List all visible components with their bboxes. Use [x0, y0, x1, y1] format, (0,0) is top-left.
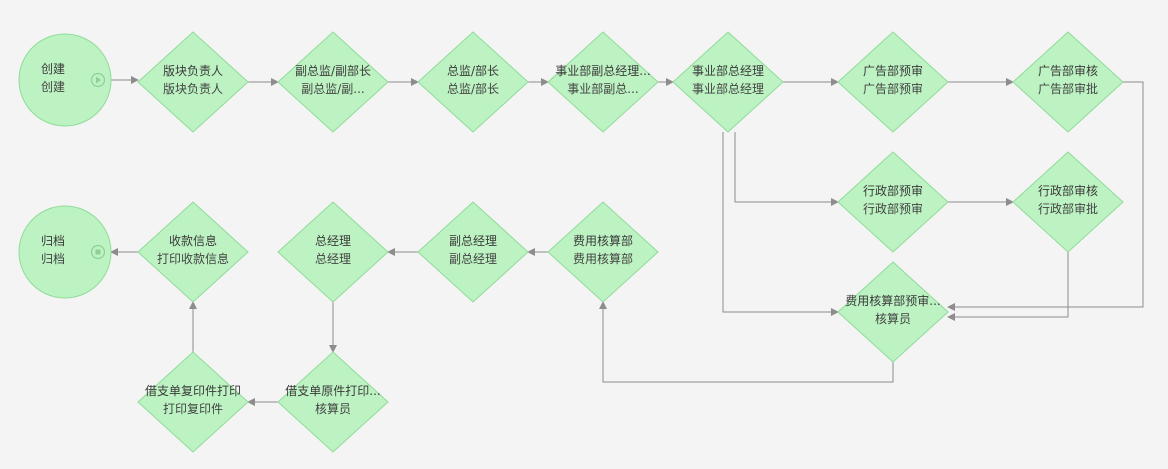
edge-n5-n10	[722, 132, 839, 316]
node-n14-shape[interactable]	[277, 351, 389, 453]
node-assignee: 总监/部长	[446, 82, 500, 96]
node-n14-label[interactable]: 借支单原件打印... 核算员	[281, 382, 385, 418]
node-n12-label[interactable]: 副总经理副总经理	[421, 232, 525, 268]
node-title: 费用核算部	[572, 234, 633, 248]
node-n1-shape[interactable]	[137, 31, 249, 133]
node-title: 归档	[40, 234, 65, 248]
node-assignee: 副总监/副...	[301, 82, 365, 96]
node-n4-label[interactable]: 事业部副总经理... 事业部副总...	[551, 62, 655, 98]
node-n15-label[interactable]: 借支单复印件打印打印复印件	[141, 382, 245, 418]
node-n3-shape[interactable]	[417, 31, 529, 133]
stop-icon-glyph	[95, 249, 101, 255]
node-n13-label[interactable]: 总经理总经理	[281, 232, 385, 268]
node-end-label[interactable]: 归档归档	[23, 232, 83, 268]
node-n13-shape[interactable]	[277, 201, 389, 303]
node-title: 创建	[40, 62, 65, 76]
node-title: 版块负责人	[162, 64, 223, 78]
node-n1-label[interactable]: 版块负责人版块负责人	[141, 62, 245, 98]
node-n9-shape[interactable]	[1012, 151, 1124, 253]
edge-n10-n11	[599, 301, 894, 383]
node-n8-label[interactable]: 行政部预审行政部预审	[841, 182, 945, 218]
node-n4-shape[interactable]	[547, 31, 659, 133]
node-assignee: 事业部副总...	[567, 82, 639, 96]
node-n5-shape[interactable]	[672, 31, 784, 133]
node-n10-shape[interactable]	[837, 261, 949, 363]
stop-icon	[90, 244, 106, 260]
node-n2-label[interactable]: 副总监/副部长副总监/副...	[281, 62, 385, 98]
node-assignee: 打印收款信息	[156, 252, 229, 266]
node-n11-label[interactable]: 费用核算部费用核算部	[551, 232, 655, 268]
node-title: 行政部预审	[862, 184, 923, 198]
node-n6-label[interactable]: 广告部预审广告部预审	[841, 62, 945, 98]
edge-n9-n10	[947, 252, 1069, 321]
node-title: 费用核算部预审...	[845, 294, 941, 308]
node-n5-label[interactable]: 事业部总经理事业部总经理	[676, 62, 780, 98]
node-assignee: 创建	[40, 80, 65, 94]
node-title: 事业部副总经理...	[555, 64, 651, 78]
node-title: 副总经理	[448, 234, 497, 248]
node-n3-label[interactable]: 总监/部长总监/部长	[421, 62, 525, 98]
node-assignee: 费用核算部	[572, 252, 633, 266]
node-assignee: 行政部审批	[1037, 202, 1098, 216]
play-icon-glyph	[96, 76, 101, 84]
node-assignee: 副总经理	[448, 252, 497, 266]
node-title: 广告部审核	[1037, 64, 1098, 78]
node-n11-shape[interactable]	[547, 201, 659, 303]
node-assignee: 广告部预审	[862, 82, 923, 96]
node-n10-label[interactable]: 费用核算部预审... 核算员	[841, 292, 945, 328]
node-start-label[interactable]: 创建创建	[23, 60, 83, 96]
end-node[interactable]	[18, 205, 112, 299]
edge-n5-n8	[734, 132, 839, 206]
node-n9-label[interactable]: 行政部审核行政部审批	[1016, 182, 1120, 218]
node-n7-label[interactable]: 广告部审核广告部审批	[1016, 62, 1120, 98]
node-n6-shape[interactable]	[837, 31, 949, 133]
node-assignee: 核算员	[874, 312, 911, 326]
node-n2-shape[interactable]	[277, 31, 389, 133]
node-title: 借支单复印件打印	[144, 384, 241, 398]
node-n7-shape[interactable]	[1012, 31, 1124, 133]
node-assignee: 归档	[40, 252, 65, 266]
node-n8-shape[interactable]	[837, 151, 949, 253]
play-icon	[90, 72, 106, 88]
node-title: 总监/部长	[446, 64, 500, 78]
node-n16-label[interactable]: 收款信息打印收款信息	[141, 232, 245, 268]
node-title: 副总监/副部长	[294, 64, 372, 78]
node-assignee: 事业部总经理	[691, 82, 764, 96]
node-assignee: 打印复印件	[162, 402, 223, 416]
node-title: 借支单原件打印...	[285, 384, 381, 398]
node-n12-shape[interactable]	[417, 201, 529, 303]
node-assignee: 行政部预审	[862, 202, 923, 216]
node-assignee: 版块负责人	[162, 82, 223, 96]
edge-n7-n10	[947, 81, 1144, 311]
start-node[interactable]	[18, 33, 112, 127]
node-n15-shape[interactable]	[137, 351, 249, 453]
node-title: 总经理	[314, 234, 351, 248]
node-assignee: 广告部审批	[1037, 82, 1098, 96]
node-title: 收款信息	[168, 234, 217, 248]
node-assignee: 总经理	[314, 252, 351, 266]
node-n16-shape[interactable]	[137, 201, 249, 303]
node-title: 广告部预审	[862, 64, 923, 78]
node-title: 行政部审核	[1037, 184, 1098, 198]
node-assignee: 核算员	[314, 402, 351, 416]
node-title: 事业部总经理	[691, 64, 764, 78]
